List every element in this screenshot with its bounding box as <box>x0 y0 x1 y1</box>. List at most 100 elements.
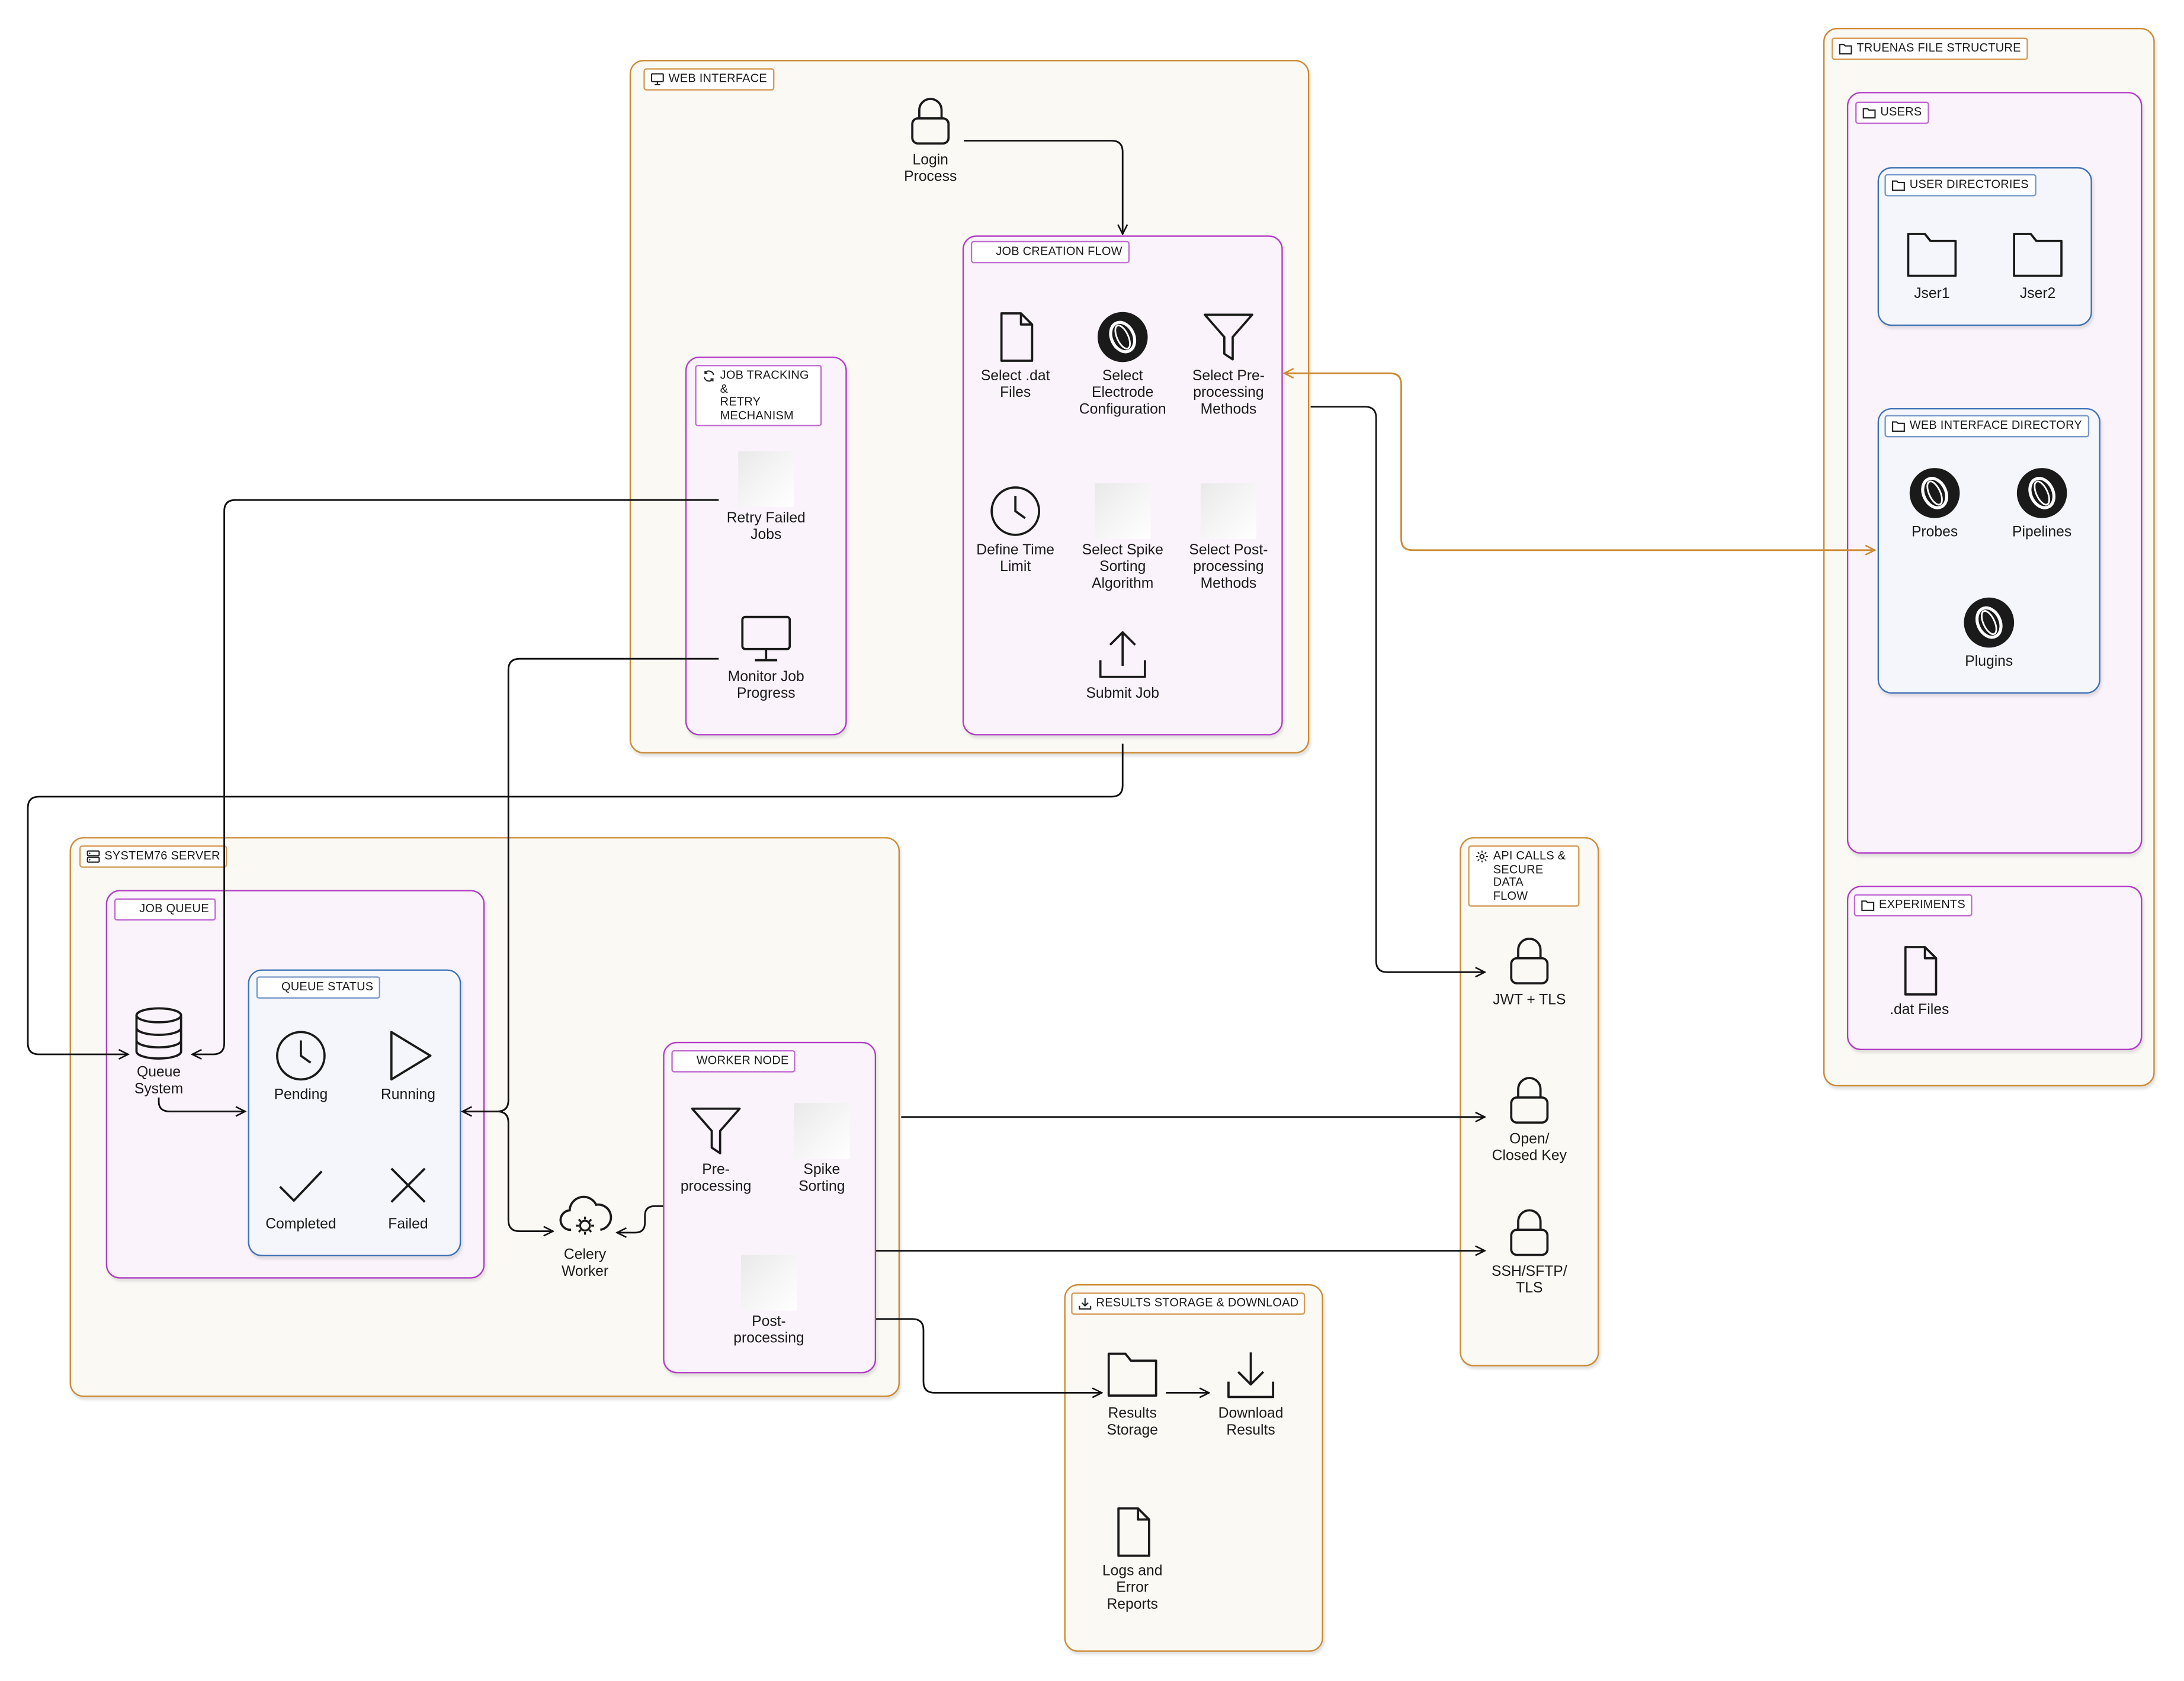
select-dat-files[interactable]: Select .dat Files <box>953 309 1078 401</box>
edge-monitor-to-queue-status <box>463 657 719 1111</box>
cloud-gear-icon <box>559 1195 612 1235</box>
filter-icon <box>1204 313 1253 361</box>
define-time-limit[interactable]: Define Time Limit <box>953 483 1078 575</box>
upload-icon <box>1099 631 1146 678</box>
folder-icon <box>1862 106 1877 120</box>
probes-directory[interactable]: Probes <box>1872 465 1997 540</box>
node-label: Plugins <box>1965 653 2013 671</box>
select-postprocessing-methods[interactable]: Select Post- processing Methods <box>1166 483 1291 592</box>
ring-logo-icon <box>1097 312 1148 362</box>
node-label: Celery Worker <box>562 1246 609 1280</box>
x-icon <box>390 1167 426 1203</box>
node-label: Logs and Error Reports <box>1102 1563 1163 1613</box>
status-completed[interactable]: Completed <box>238 1157 364 1233</box>
open-closed-key[interactable]: Open/ Closed Key <box>1467 1073 1592 1164</box>
select-preprocessing-methods[interactable]: Select Pre- processing Methods <box>1166 309 1291 418</box>
node-label: JWT + TLS <box>1493 992 1566 1009</box>
placeholder-icon <box>740 1255 797 1311</box>
tag-job-queue: JOB QUEUE <box>114 898 216 921</box>
user1-directory[interactable]: Jser1 <box>1869 227 1995 302</box>
ssh-sftp-tls[interactable]: SSH/SFTP/ TLS <box>1467 1205 1592 1297</box>
group-title: JOB TRACKING & RETRY MECHANISM <box>720 367 809 422</box>
group-api-calls <box>1460 837 1599 1366</box>
plugins-directory[interactable]: Plugins <box>1926 595 2052 670</box>
results-storage[interactable]: Results Storage <box>1070 1347 1195 1439</box>
tag-truenas: TRUENAS FILE STRUCTURE <box>1832 37 2028 60</box>
jwt-tls[interactable]: JWT + TLS <box>1467 933 1592 1008</box>
node-label: SSH/SFTP/ TLS <box>1492 1263 1567 1297</box>
node-label: Probes <box>1911 524 1958 541</box>
group-queue-status <box>248 969 461 1256</box>
group-title: API CALLS & SECURE DATA FLOW <box>1493 848 1566 902</box>
edge-worker-to-results <box>876 1318 1102 1393</box>
file-icon <box>1000 312 1034 362</box>
node-label: Post- processing <box>733 1313 804 1347</box>
edge-retry-to-queue <box>192 499 719 1054</box>
lock-icon <box>1510 1077 1549 1124</box>
status-pending[interactable]: Pending <box>238 1028 364 1103</box>
tag-job-tracking: JOB TRACKING & RETRY MECHANISM <box>695 365 822 426</box>
retry-failed-jobs[interactable]: Retry Failed Jobs <box>703 451 829 543</box>
tag-worker-node: WORKER NODE <box>671 1050 796 1073</box>
file-icon <box>1117 1507 1150 1557</box>
postprocessing-step[interactable]: Post- processing <box>706 1255 832 1347</box>
user2-directory[interactable]: Jser2 <box>1975 227 2100 302</box>
tag-web-interface-directory: WEB INTERFACE DIRECTORY <box>1884 415 2089 438</box>
edge-queue-to-queue-status <box>158 1097 245 1112</box>
play-icon <box>390 1031 432 1081</box>
select-electrode-configuration[interactable]: Select Electrode Configuration <box>1060 309 1185 418</box>
node-label: Queue System <box>134 1064 184 1098</box>
ring-logo-icon <box>1964 597 2015 648</box>
node-label: Jser1 <box>1914 285 1950 303</box>
celery-worker[interactable]: Celery Worker <box>522 1188 648 1280</box>
select-spike-sorting-algorithm[interactable]: Select Spike Sorting Algorithm <box>1060 483 1185 592</box>
dat-files[interactable]: .dat Files <box>1856 943 1982 1018</box>
node-label: Select .dat Files <box>980 367 1050 402</box>
tag-queue-status: QUEUE STATUS <box>256 976 381 999</box>
folder-icon <box>2013 233 2063 277</box>
ring-logo-icon <box>2016 468 2067 518</box>
group-title: JOB CREATION FLOW <box>996 243 1123 258</box>
edge-job-creation-to-web-directory <box>1284 373 1875 550</box>
folder-icon <box>1907 233 1957 277</box>
status-running[interactable]: Running <box>345 1028 471 1103</box>
preprocessing-step[interactable]: Pre- processing <box>653 1103 779 1195</box>
node-label: Jser2 <box>2019 285 2056 303</box>
placeholder-icon <box>1200 483 1256 539</box>
folder-icon <box>1891 178 1906 193</box>
tag-api: API CALLS & SECURE DATA FLOW <box>1468 845 1580 907</box>
placeholder-icon <box>1095 483 1151 539</box>
group-title: USER DIRECTORIES <box>1909 177 2029 191</box>
node-label: Login Process <box>904 152 957 185</box>
queue-system[interactable]: Queue System <box>96 1006 222 1098</box>
node-label: Monitor Job Progress <box>727 668 804 702</box>
gear-icon <box>1475 849 1489 864</box>
node-label: Select Pre- processing Methods <box>1192 367 1265 418</box>
folder-icon <box>1891 419 1906 434</box>
tag-web-interface: WEB INTERFACE <box>643 68 774 91</box>
group-title: WORKER NODE <box>696 1053 789 1067</box>
node-label: Pipelines <box>2012 524 2072 541</box>
login-process[interactable]: Login Process <box>868 94 993 185</box>
node-label: Spike Sorting <box>798 1162 845 1195</box>
group-title: SYSTEM76 SERVER <box>104 848 220 862</box>
pipelines-directory[interactable]: Pipelines <box>1979 465 2105 540</box>
submit-job[interactable]: Submit Job <box>1060 627 1185 702</box>
node-label: Failed <box>388 1215 428 1233</box>
logs-and-error-reports[interactable]: Logs and Error Reports <box>1070 1504 1195 1613</box>
group-title: RESULTS STORAGE & DOWNLOAD <box>1096 1295 1299 1310</box>
spike-sorting-step[interactable]: Spike Sorting <box>759 1103 885 1195</box>
tag-job-creation: JOB CREATION FLOW <box>970 240 1130 264</box>
edge-submit-to-queue <box>27 743 1124 1054</box>
clock-icon <box>990 486 1041 536</box>
monitor-job-progress[interactable]: Monitor Job Progress <box>703 610 829 702</box>
tag-experiments: EXPERIMENTS <box>1853 894 1973 917</box>
folder-icon <box>1107 1352 1157 1397</box>
database-icon <box>135 1007 182 1060</box>
download-results[interactable]: Download Results <box>1188 1347 1314 1439</box>
edge-queue-status-to-celery <box>462 1111 553 1231</box>
clock-icon <box>276 1031 326 1081</box>
folder-icon <box>1839 42 1853 56</box>
status-failed[interactable]: Failed <box>345 1157 471 1233</box>
